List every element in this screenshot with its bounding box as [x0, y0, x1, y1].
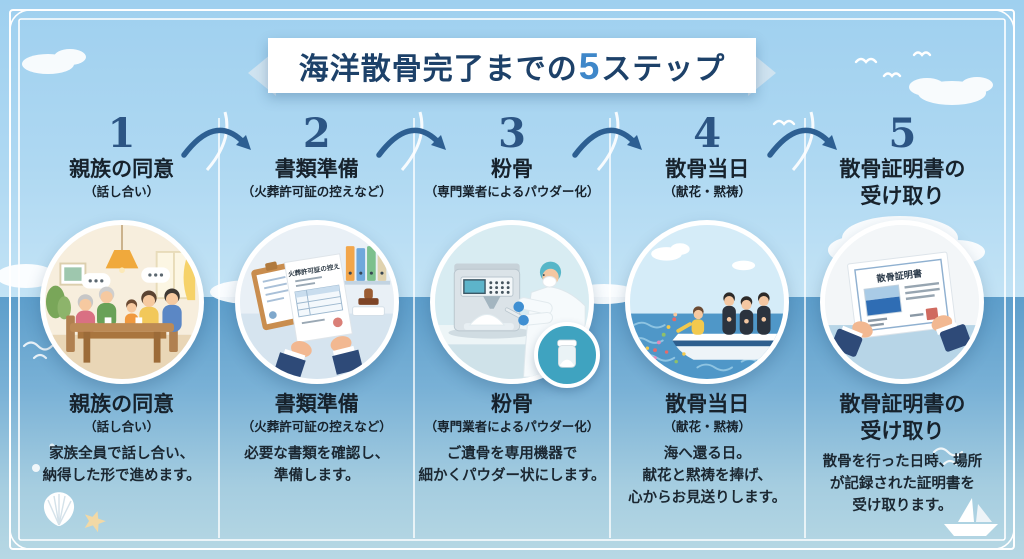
step-3-detail: 粉骨 （専門業者によるパウダー化） ご遺骨を専用機器で 細かくパウダー状にします… — [418, 391, 605, 487]
page-title: 海洋散骨完了までの5ステップ — [298, 45, 726, 87]
step-2-header: 2 書類準備 （火葬許可証の控えなど） — [242, 112, 392, 218]
step-title: 親族の同意 — [69, 158, 175, 181]
step-subtitle: （火葬許可証の控えなど） — [241, 420, 392, 434]
step-number: 5 — [888, 110, 917, 157]
step-title: 散骨当日 — [665, 158, 750, 181]
step-5-illustration: 散骨証明書 — [820, 220, 985, 384]
step-subtitle: （話し合い） — [84, 420, 160, 434]
step-title: 散骨証明書の受け取り — [839, 393, 966, 443]
step-2-detail: 書類準備 （火葬許可証の控えなど） 必要な書類を確認し、 準備します。 — [242, 391, 392, 487]
boat-icon — [672, 333, 781, 360]
step-title: 散骨証明書の受け取り — [839, 158, 966, 208]
step-1-detail: 親族の同意 （話し合い） 家族全員で話し合い、 納得した形で進めます。 — [43, 391, 201, 487]
step-subtitle: （専門業者によるパウダー化） — [424, 420, 600, 434]
step-description: 散骨を行った日時、場所 が記録された証明書を 受け取ります。 — [822, 454, 983, 515]
jar-icon — [557, 339, 577, 368]
documents-illustration: 火葬許可証の控え — [234, 220, 399, 384]
step-4-detail: 散骨当日 （献花・黙祷） 海へ還る日。 献花と黙祷を捧げ、 心からお見送りします… — [628, 391, 786, 509]
mourner-figures — [722, 292, 771, 335]
step-1-header: 1 親族の同意 （話し合い） — [69, 112, 174, 218]
certificate-illustration: 散骨証明書 — [820, 220, 985, 384]
step-subtitle: （専門業者によるパウダー化） — [424, 185, 600, 199]
step-4-illustration — [625, 220, 790, 384]
step-number: 4 — [693, 110, 722, 157]
step-title: 散骨当日 — [665, 393, 750, 416]
step-column-2: 2 書類準備 （火葬許可証の控えなど） — [219, 112, 414, 517]
step-title: 書類準備 — [274, 158, 359, 181]
step-5-detail: 散骨証明書の受け取り 散骨を行った日時、場所 が記録された証明書を 受け取ります… — [823, 391, 983, 517]
step-description: 必要な書類を確認し、 準備します。 — [244, 446, 390, 485]
step-subtitle: （話し合い） — [84, 185, 160, 199]
step-title: 粉骨 — [491, 158, 533, 181]
step-3-header: 3 粉骨 （専門業者によるパウダー化） — [425, 112, 600, 218]
step-4-header: 4 散骨当日 （献花・黙祷） — [663, 112, 751, 218]
step-number: 2 — [302, 110, 331, 157]
powder-jar-inset — [534, 322, 600, 388]
step-subtitle: （献花・黙祷） — [663, 185, 751, 199]
step-3-illustration — [430, 220, 600, 388]
steps-row: 1 親族の同意 （話し合い） — [24, 112, 1000, 517]
step-description: 海へ還る日。 献花と黙祷を捧げ、 心からお見送りします。 — [628, 446, 787, 507]
title-banner: 海洋散骨完了までの5ステップ — [268, 38, 756, 93]
permit-document: 火葬許可証の控え — [283, 253, 353, 343]
step-title: 親族の同意 — [69, 393, 175, 416]
step-2-illustration: 火葬許可証の控え — [234, 220, 399, 384]
step-column-1: 1 親族の同意 （話し合い） — [24, 112, 219, 517]
step-subtitle: （火葬許可証の控えなど） — [241, 185, 392, 199]
boat-ceremony-illustration — [625, 220, 790, 384]
step-title: 粉骨 — [491, 393, 533, 416]
step-number: 1 — [107, 110, 136, 157]
step-column-3: 3 粉骨 （専門業者によるパウダー化） — [414, 112, 609, 517]
step-5-header: 5 散骨証明書の受け取り — [839, 112, 965, 218]
step-number: 3 — [498, 110, 526, 157]
family-discussion-illustration — [39, 220, 204, 384]
step-description: ご遺骨を専用機器で 細かくパウダー状にします。 — [418, 446, 606, 485]
step-1-illustration — [39, 220, 204, 384]
title-highlight-number: 5 — [578, 45, 601, 87]
step-column-4: 4 散骨当日 （献花・黙祷） — [610, 112, 805, 517]
step-column-5: 5 散骨証明書の受け取り 散骨証明書 — [805, 112, 1000, 517]
step-subtitle: （献花・黙祷） — [663, 420, 751, 434]
step-title: 書類準備 — [274, 393, 359, 416]
step-description: 家族全員で話し合い、 納得した形で進めます。 — [42, 446, 201, 485]
